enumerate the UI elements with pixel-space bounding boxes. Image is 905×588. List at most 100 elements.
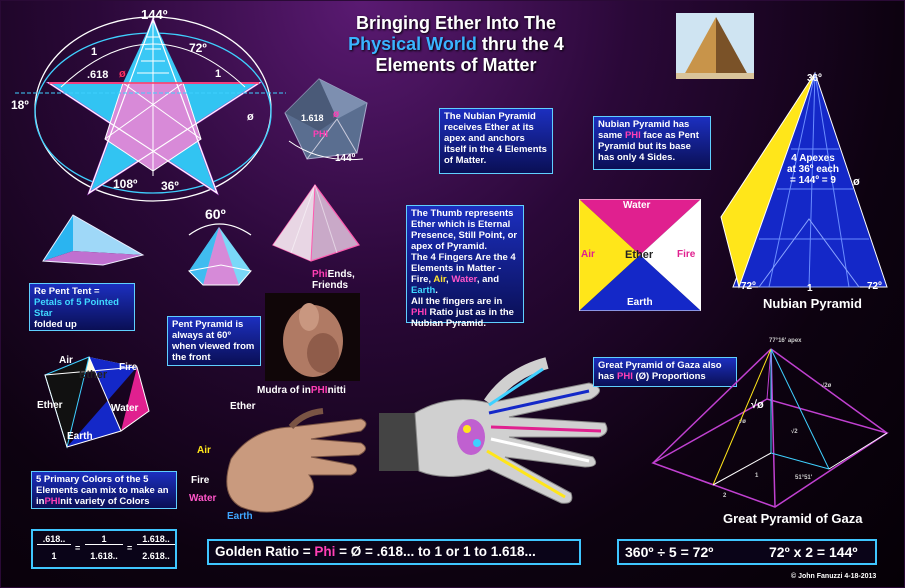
phi-ends-rest: Ends,	[327, 269, 355, 280]
phi-ends-label: PhiEnds,Friends	[312, 269, 355, 291]
tetra-fire: Fire	[119, 362, 138, 373]
tetra-earth: Earth	[67, 431, 93, 442]
golden-phi: Phi	[314, 544, 336, 559]
degrees-right: 72º x 2 = 144º	[769, 544, 858, 560]
gaza-sqrt-phi: √ø	[751, 399, 764, 411]
star-phi-a: ø	[119, 68, 126, 80]
thumb-fire: Fire,	[411, 274, 434, 285]
gaza-angle: 51°51'	[795, 475, 813, 481]
square-earth: Earth	[627, 297, 653, 308]
thumb-text-3: All the fingers are in	[411, 296, 503, 307]
square-fire: Fire	[677, 249, 696, 260]
nubian-base-right: 72º	[867, 281, 882, 292]
mudra-post: nitti	[327, 385, 346, 396]
gaza-one: 1	[755, 473, 759, 479]
nubian-base-left: 72º	[741, 281, 756, 292]
gaza-small-2: √ø	[739, 419, 746, 425]
title-line-2-rest: thru the 4	[476, 34, 564, 54]
nubian-apex-angle: 36º	[807, 73, 822, 84]
thumb-and: , and	[476, 274, 500, 285]
star-point618: .618	[87, 69, 109, 81]
thumb-phi: PHI	[411, 307, 427, 318]
pentagram-icon	[15, 16, 286, 202]
gaza-text-1: Great Pyramid of Gaza also has	[598, 360, 722, 382]
tetra-ether: Ether	[79, 369, 108, 381]
fraction-3-den: 2.618..	[142, 551, 170, 561]
mudra-pre: Mudra of in	[257, 385, 311, 396]
pent-solid-value: 1.618	[301, 113, 324, 123]
star-angle-left: 18º	[11, 98, 29, 112]
pent60-box: Pent Pyramid is always at 60º when viewe…	[167, 316, 261, 366]
tetra-ether-2: Ether	[37, 400, 63, 411]
star-angle-right: 72º	[189, 41, 207, 55]
fraction-2-num: 1	[85, 534, 123, 545]
pent-pyramid-icon	[187, 223, 252, 286]
gaza-small-3: √2	[791, 429, 798, 435]
golden-post: = Ø = .618... to 1 or 1 to 1.618...	[335, 544, 536, 559]
nubian-phi: ø	[853, 176, 860, 188]
colors-text-1: 5 Primary Colors of the 5 Elements can m…	[36, 474, 169, 507]
star-angle-bottom-left: 108º	[113, 177, 138, 191]
star-one-b: 1	[215, 68, 222, 80]
pent-solid-phi-symbol: ø	[333, 109, 340, 120]
title-line-2: Physical World thru the 4	[301, 34, 611, 55]
open-hand-photo	[226, 408, 367, 513]
copyright: © John Fanuzzi 4-18-2013	[791, 573, 877, 580]
pent-tent-box: Re Pent Tent = Petals of 5 Pointed Star …	[29, 283, 135, 331]
fraction-2-den: 1.618..	[90, 551, 118, 561]
nubian-phi-word: PHI	[624, 130, 641, 141]
pent-solid-phi: PHI	[313, 129, 329, 139]
hand-air: Air	[197, 445, 211, 456]
thumb-comma: ,	[446, 274, 452, 285]
star-one-a: 1	[91, 46, 98, 58]
thumb-box: The Thumb represents Ether which is Eter…	[406, 205, 524, 329]
pent-tent-line-2: Petals of 5 Pointed Star	[34, 297, 119, 319]
title-highlight: Physical World	[348, 34, 477, 54]
fraction-eq-2: =	[127, 543, 133, 553]
star-angle-bottom-right: 36º	[161, 179, 179, 193]
hand-earth: Earth	[227, 511, 253, 522]
thumb-dot: .	[435, 285, 438, 296]
pent-tent-line-1: Re Pent Tent =	[34, 286, 100, 297]
pent-tent-line-3: folded up	[34, 319, 77, 330]
great-pyramid-wireframe-icon	[651, 348, 889, 508]
gaza-label: Great Pyramid of Gaza	[723, 511, 863, 526]
golden-pre: Golden Ratio =	[215, 544, 315, 559]
elements-square-icon	[579, 199, 701, 311]
star-phi-b: ø	[247, 111, 254, 123]
mudra-hands-photo	[265, 293, 360, 381]
thumb-text-1: The Thumb represents Ether which is Eter…	[411, 208, 518, 252]
tetra-water: Water	[111, 403, 139, 414]
nubian-phi-pre: Nubian Pyramid has same	[598, 119, 690, 141]
degrees-left: 360º ÷ 5 = 72º	[625, 544, 714, 560]
thumb-text-4: Ratio just as in the Nubian Pyramid.	[411, 307, 514, 329]
title-line-1: Bringing Ether Into The	[356, 13, 556, 33]
nubian-note-3: = 144º = 9	[790, 175, 836, 186]
star-angle-top: 144º	[141, 7, 168, 22]
square-ether: Ether	[625, 249, 654, 261]
phi-ends-friends: Friends	[312, 280, 349, 291]
fraction-1-den: 1	[51, 551, 57, 561]
nubian-pyramid-icon	[720, 71, 888, 289]
thumb-earth: Earth	[411, 285, 436, 296]
pentagonal-solid-icon	[284, 78, 368, 161]
tetra-air: Air	[59, 355, 73, 366]
shell-pyramid-icon	[272, 183, 360, 262]
pent-pyramid-angle: 60º	[205, 206, 226, 222]
fractions-bar: .618.. 1 = 1 1.618.. = 1.618.. 2.618..	[31, 529, 177, 569]
gaza-text-2: (Ø) Proportions	[632, 371, 706, 382]
colors-box: 5 Primary Colors of the 5 Elements can m…	[31, 471, 177, 509]
colors-phi: PHI	[44, 496, 61, 507]
gaza-small-1: √2ø	[821, 383, 832, 389]
title-line-3: Elements of Matter	[375, 55, 537, 75]
fraction-1-num: .618..	[37, 534, 71, 545]
pent-solid-angle: 144º	[335, 153, 356, 164]
phi-ends-phi: Phi	[312, 269, 328, 280]
colors-text-2: nit variety of Colors	[60, 496, 150, 507]
gaza-apex: 77°16' apex	[769, 338, 802, 344]
golden-ratio-bar: Golden Ratio = Phi = Ø = .618... to 1 or…	[207, 539, 581, 565]
tetrahedron-icon	[44, 356, 150, 449]
square-water: Water	[623, 200, 651, 211]
